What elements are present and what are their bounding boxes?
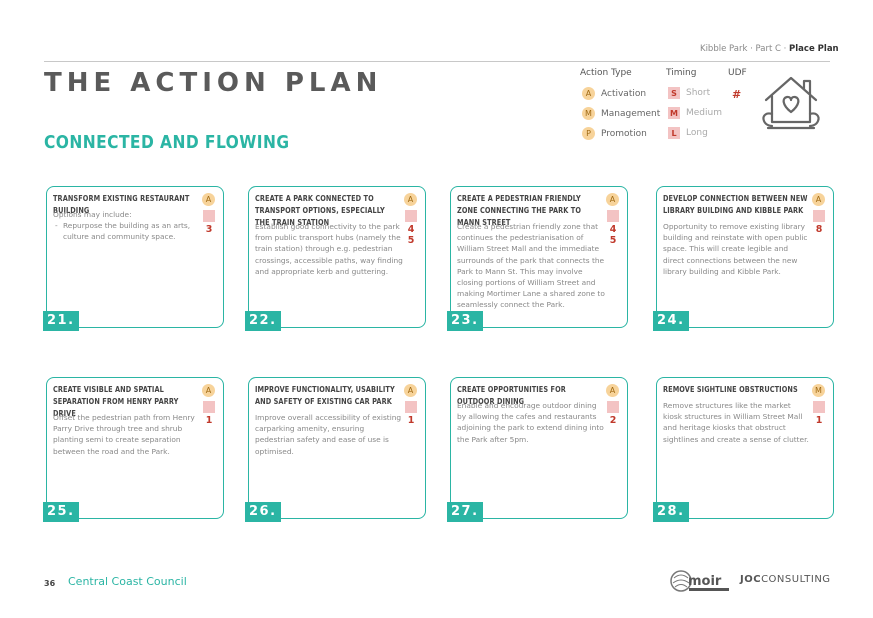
card-title: DEVELOP CONNECTION BETWEEN NEW LIBRARY B… — [663, 194, 808, 215]
legend: Action Type Timing UDF A Activation M Ma… — [580, 68, 755, 148]
card-number: 27. — [447, 502, 483, 522]
card-body: Options may include: Repurpose the build… — [53, 209, 201, 243]
card-title: CREATE OPPORTUNITIES FOR OUTDOOR DINING — [457, 385, 566, 406]
legend-action-type-label: Action Type — [580, 68, 632, 78]
legend-timing-label: Timing — [666, 68, 697, 78]
action-card-22: CREATE A PARK CONNECTED TO TRANSPORT OPT… — [245, 186, 426, 331]
legend-action-management: M Management — [582, 107, 660, 120]
joc-logo-bold: JOC — [740, 574, 762, 585]
timing-badge-icon: L — [668, 127, 680, 139]
card-udf: 8 — [815, 224, 823, 235]
card-number: 24. — [653, 311, 689, 331]
breadcrumb-prefix: Kibble Park · Part C · — [700, 44, 790, 54]
timing-badge-icon — [813, 401, 825, 413]
timing-badge-icon — [813, 210, 825, 222]
footer-org-name: Central Coast Council — [68, 575, 187, 588]
card-number: 22. — [245, 311, 281, 331]
action-card-24: DEVELOP CONNECTION BETWEEN NEW LIBRARY B… — [653, 186, 834, 331]
card-udf: 4 5 — [609, 224, 617, 246]
legend-item-label: Short — [686, 88, 711, 98]
card-bullet: Repurpose the building as an arts, cultu… — [53, 220, 201, 242]
action-card-27: CREATE OPPORTUNITIES FOR OUTDOOR DINING … — [447, 377, 628, 522]
timing-badge-icon — [405, 210, 417, 222]
action-card-26: IMPROVE FUNCTIONALITY, USABILITY AND SAF… — [245, 377, 426, 522]
card-title: CREATE VISIBLE AND SPATIAL SEPARATION FR… — [53, 385, 179, 418]
card-bullet-list: Repurpose the building as an arts, cultu… — [53, 220, 201, 242]
action-badge-icon: A — [606, 384, 619, 397]
card-body: Offset the pedestrian path from Henry Pa… — [53, 413, 195, 456]
card-body: Create a pedestrian friendly zone that c… — [457, 222, 605, 310]
moir-logo-icon: moir — [670, 570, 729, 592]
card-title: CREATE A PEDESTRIAN FRIENDLY ZONE CONNEC… — [457, 194, 582, 227]
card-title: IMPROVE FUNCTIONALITY, USABILITY AND SAF… — [255, 385, 395, 406]
card-number: 25. — [43, 502, 79, 522]
action-badge-icon: M — [812, 384, 825, 397]
card-title: TRANSFORM EXISTING RESTAURANT BUILDING — [53, 194, 190, 215]
card-number: 28. — [653, 502, 689, 522]
card-title: CREATE A PARK CONNECTED TO TRANSPORT OPT… — [255, 194, 385, 227]
card-number: 23. — [447, 311, 483, 331]
card-title: REMOVE SIGHTLINE OBSTRUCTIONS — [663, 385, 798, 394]
timing-badge-icon — [203, 401, 215, 413]
action-card-28: REMOVE SIGHTLINE OBSTRUCTIONS Remove str… — [653, 377, 834, 522]
action-badge-icon: A — [404, 193, 417, 206]
card-body: Establish good connectivity to the park … — [255, 222, 403, 276]
legend-timing-short: S Short — [668, 87, 710, 99]
card-udf: 2 — [609, 415, 617, 426]
card-body: Opportunity to remove existing library b… — [663, 222, 808, 276]
legend-item-label: Medium — [686, 108, 722, 118]
page-subtitle: CONNECTED AND FLOWING — [44, 132, 290, 153]
action-badge-icon: A — [582, 87, 595, 100]
timing-badge-icon: M — [668, 107, 680, 119]
legend-item-label: Promotion — [601, 128, 647, 139]
moir-logo-text: moir — [688, 574, 722, 589]
legend-item-label: Long — [686, 128, 708, 138]
action-badge-icon: A — [202, 384, 215, 397]
action-card-25: CREATE VISIBLE AND SPATIAL SEPARATION FR… — [43, 377, 224, 522]
legend-item-label: Management — [601, 108, 661, 119]
action-badge-icon: M — [582, 107, 595, 120]
legend-action-promotion: P Promotion — [582, 127, 647, 140]
timing-badge-icon — [203, 210, 215, 222]
card-number: 26. — [245, 502, 281, 522]
header-divider — [44, 61, 830, 62]
card-udf: 3 — [205, 224, 213, 235]
action-card-23: CREATE A PEDESTRIAN FRIENDLY ZONE CONNEC… — [447, 186, 628, 331]
action-card-21: TRANSFORM EXISTING RESTAURANT BUILDING O… — [43, 186, 224, 331]
house-heart-icon — [762, 76, 820, 130]
joc-consulting-logo: JOCCONSULTING — [740, 574, 831, 585]
card-udf: 1 — [407, 415, 415, 426]
breadcrumb: Kibble Park · Part C · Place Plan — [700, 44, 839, 54]
card-number: 21. — [43, 311, 79, 331]
action-badge-icon: A — [606, 193, 619, 206]
breadcrumb-current: Place Plan — [789, 44, 839, 54]
card-udf: 1 — [205, 415, 213, 426]
card-body: Remove structures like the market kiosk … — [663, 401, 809, 444]
timing-badge-icon — [405, 401, 417, 413]
card-udf: 4 5 — [407, 224, 415, 246]
legend-udf-label: UDF — [728, 68, 747, 78]
page-title: THE ACTION PLAN — [44, 68, 383, 98]
card-body: Enable and encourage outdoor dining by a… — [457, 401, 604, 444]
card-udf: 1 — [815, 415, 823, 426]
legend-item-label: Activation — [601, 88, 647, 99]
action-badge-icon: P — [582, 127, 595, 140]
card-body: Improve overall accessibility of existin… — [255, 413, 402, 456]
joc-logo-light: CONSULTING — [761, 574, 831, 585]
action-badge-icon: A — [812, 193, 825, 206]
card-intro: Options may include: — [53, 210, 132, 219]
legend-udf-symbol: # — [732, 88, 742, 101]
action-badge-icon: A — [404, 384, 417, 397]
timing-badge-icon: S — [668, 87, 680, 99]
action-badge-icon: A — [202, 193, 215, 206]
timing-badge-icon — [607, 401, 619, 413]
legend-action-activation: A Activation — [582, 87, 646, 100]
timing-badge-icon — [607, 210, 619, 222]
legend-timing-medium: M Medium — [668, 107, 722, 119]
legend-timing-long: L Long — [668, 127, 708, 139]
page-number: 36 — [44, 579, 56, 588]
